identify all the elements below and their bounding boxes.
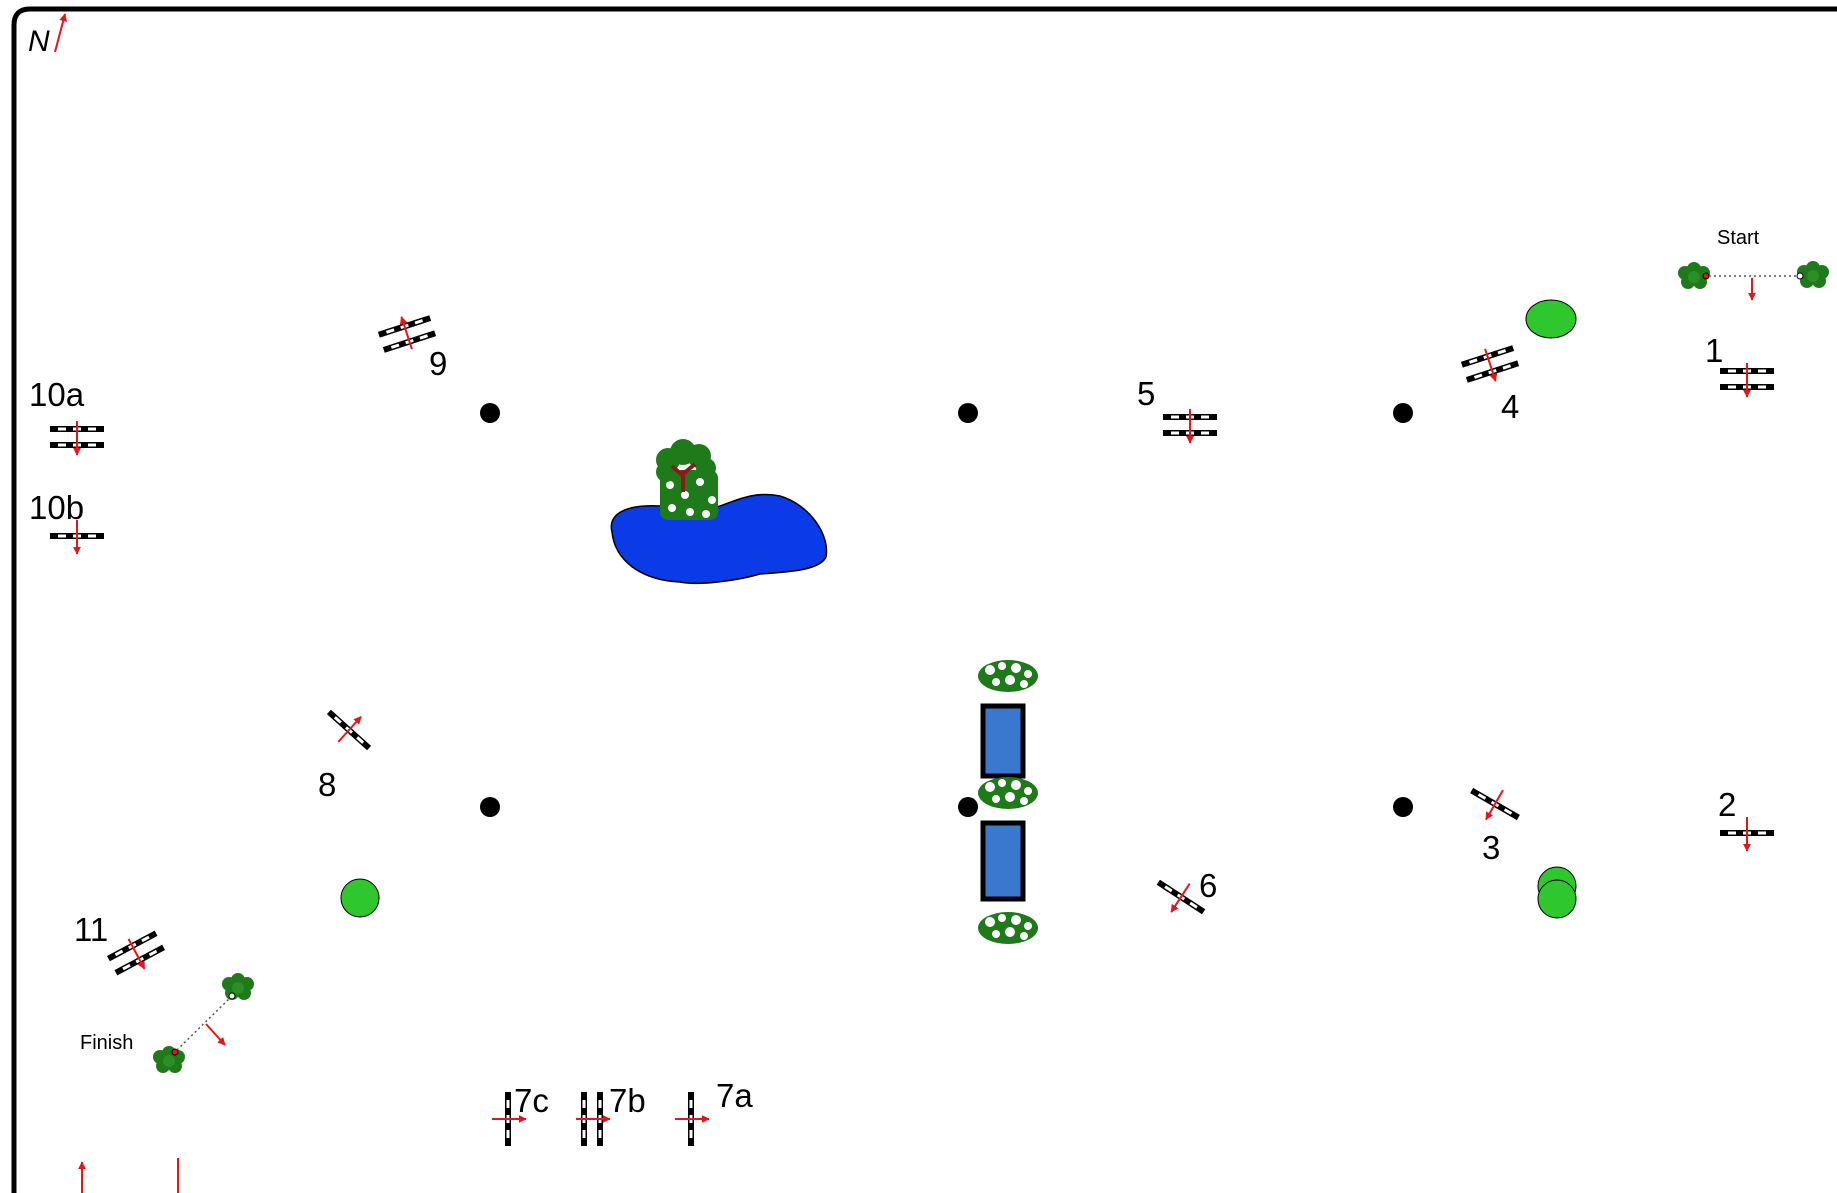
- fence-f2: [1720, 817, 1774, 852]
- guide-dot: [480, 403, 500, 423]
- direction-arrow-icon: [337, 715, 362, 743]
- start-line: Start: [1678, 227, 1829, 301]
- fence-f10b: [50, 520, 104, 555]
- guide-dot: [958, 403, 978, 423]
- finish-line: Finish: [80, 973, 254, 1073]
- fence-f9: [377, 315, 437, 353]
- fence-f7b: [576, 1092, 611, 1146]
- fence-label-8: 8: [318, 766, 336, 803]
- fence-label-7a: 7a: [716, 1077, 753, 1114]
- guide-dot: [480, 797, 500, 817]
- shrub-icon: [1537, 879, 1577, 919]
- north-indicator: N: [28, 13, 68, 58]
- fence-f11: [106, 930, 166, 976]
- pond: [610, 439, 828, 585]
- fence-f6: [1156, 879, 1206, 915]
- fence-label-10a: 10a: [29, 376, 85, 413]
- fence-f10a: [50, 421, 104, 456]
- fence-label-9: 9: [429, 345, 447, 382]
- fences: [50, 315, 1774, 1146]
- fence-label-7b: 7b: [609, 1082, 646, 1119]
- north-label: N: [28, 25, 50, 58]
- fence-f7c: [492, 1092, 527, 1146]
- shrub-icon: [340, 878, 380, 918]
- fence-label-5: 5: [1137, 375, 1155, 412]
- fence-label-1: 1: [1705, 332, 1723, 369]
- fence-labels: 1 2 3 4 5 6 7a 7b 7c 8 9 10a 10b 11: [29, 332, 1736, 1119]
- water-trays: [978, 660, 1038, 944]
- shrubs: [340, 299, 1577, 919]
- start-label: Start: [1717, 227, 1760, 249]
- guide-dot: [1393, 403, 1413, 423]
- direction-arrow-icon: [399, 316, 413, 350]
- fence-label-10b: 10b: [29, 489, 84, 526]
- fence-f3: [1470, 787, 1520, 821]
- guide-dot: [958, 797, 978, 817]
- finish-label: Finish: [80, 1032, 133, 1054]
- direction-arrow-icon: [1485, 789, 1504, 821]
- water-tray: [980, 820, 1026, 902]
- fence-f4: [1460, 345, 1520, 383]
- shrub-icon: [1525, 299, 1577, 339]
- fence-label-6: 6: [1199, 867, 1217, 904]
- direction-arrow-icon: [127, 938, 146, 970]
- water-tray: [980, 703, 1026, 779]
- fence-label-7c: 7c: [514, 1082, 549, 1119]
- fence-f5: [1163, 409, 1217, 444]
- guide-points: [480, 403, 1413, 817]
- direction-arrow-icon: [1170, 883, 1191, 913]
- direction-arrow-icon: [1484, 348, 1498, 382]
- guide-dot: [1393, 797, 1413, 817]
- fence-f7a: [675, 1092, 710, 1146]
- tree-icon: [656, 439, 718, 520]
- arena-border: [11, 6, 1837, 1193]
- fence-f1: [1720, 363, 1774, 398]
- fence-f8: [326, 709, 372, 751]
- fence-label-3: 3: [1482, 829, 1500, 866]
- entrance-markers: [78, 1158, 179, 1193]
- fence-label-11: 11: [74, 911, 108, 948]
- fence-label-2: 2: [1718, 786, 1736, 823]
- fence-label-4: 4: [1501, 388, 1519, 425]
